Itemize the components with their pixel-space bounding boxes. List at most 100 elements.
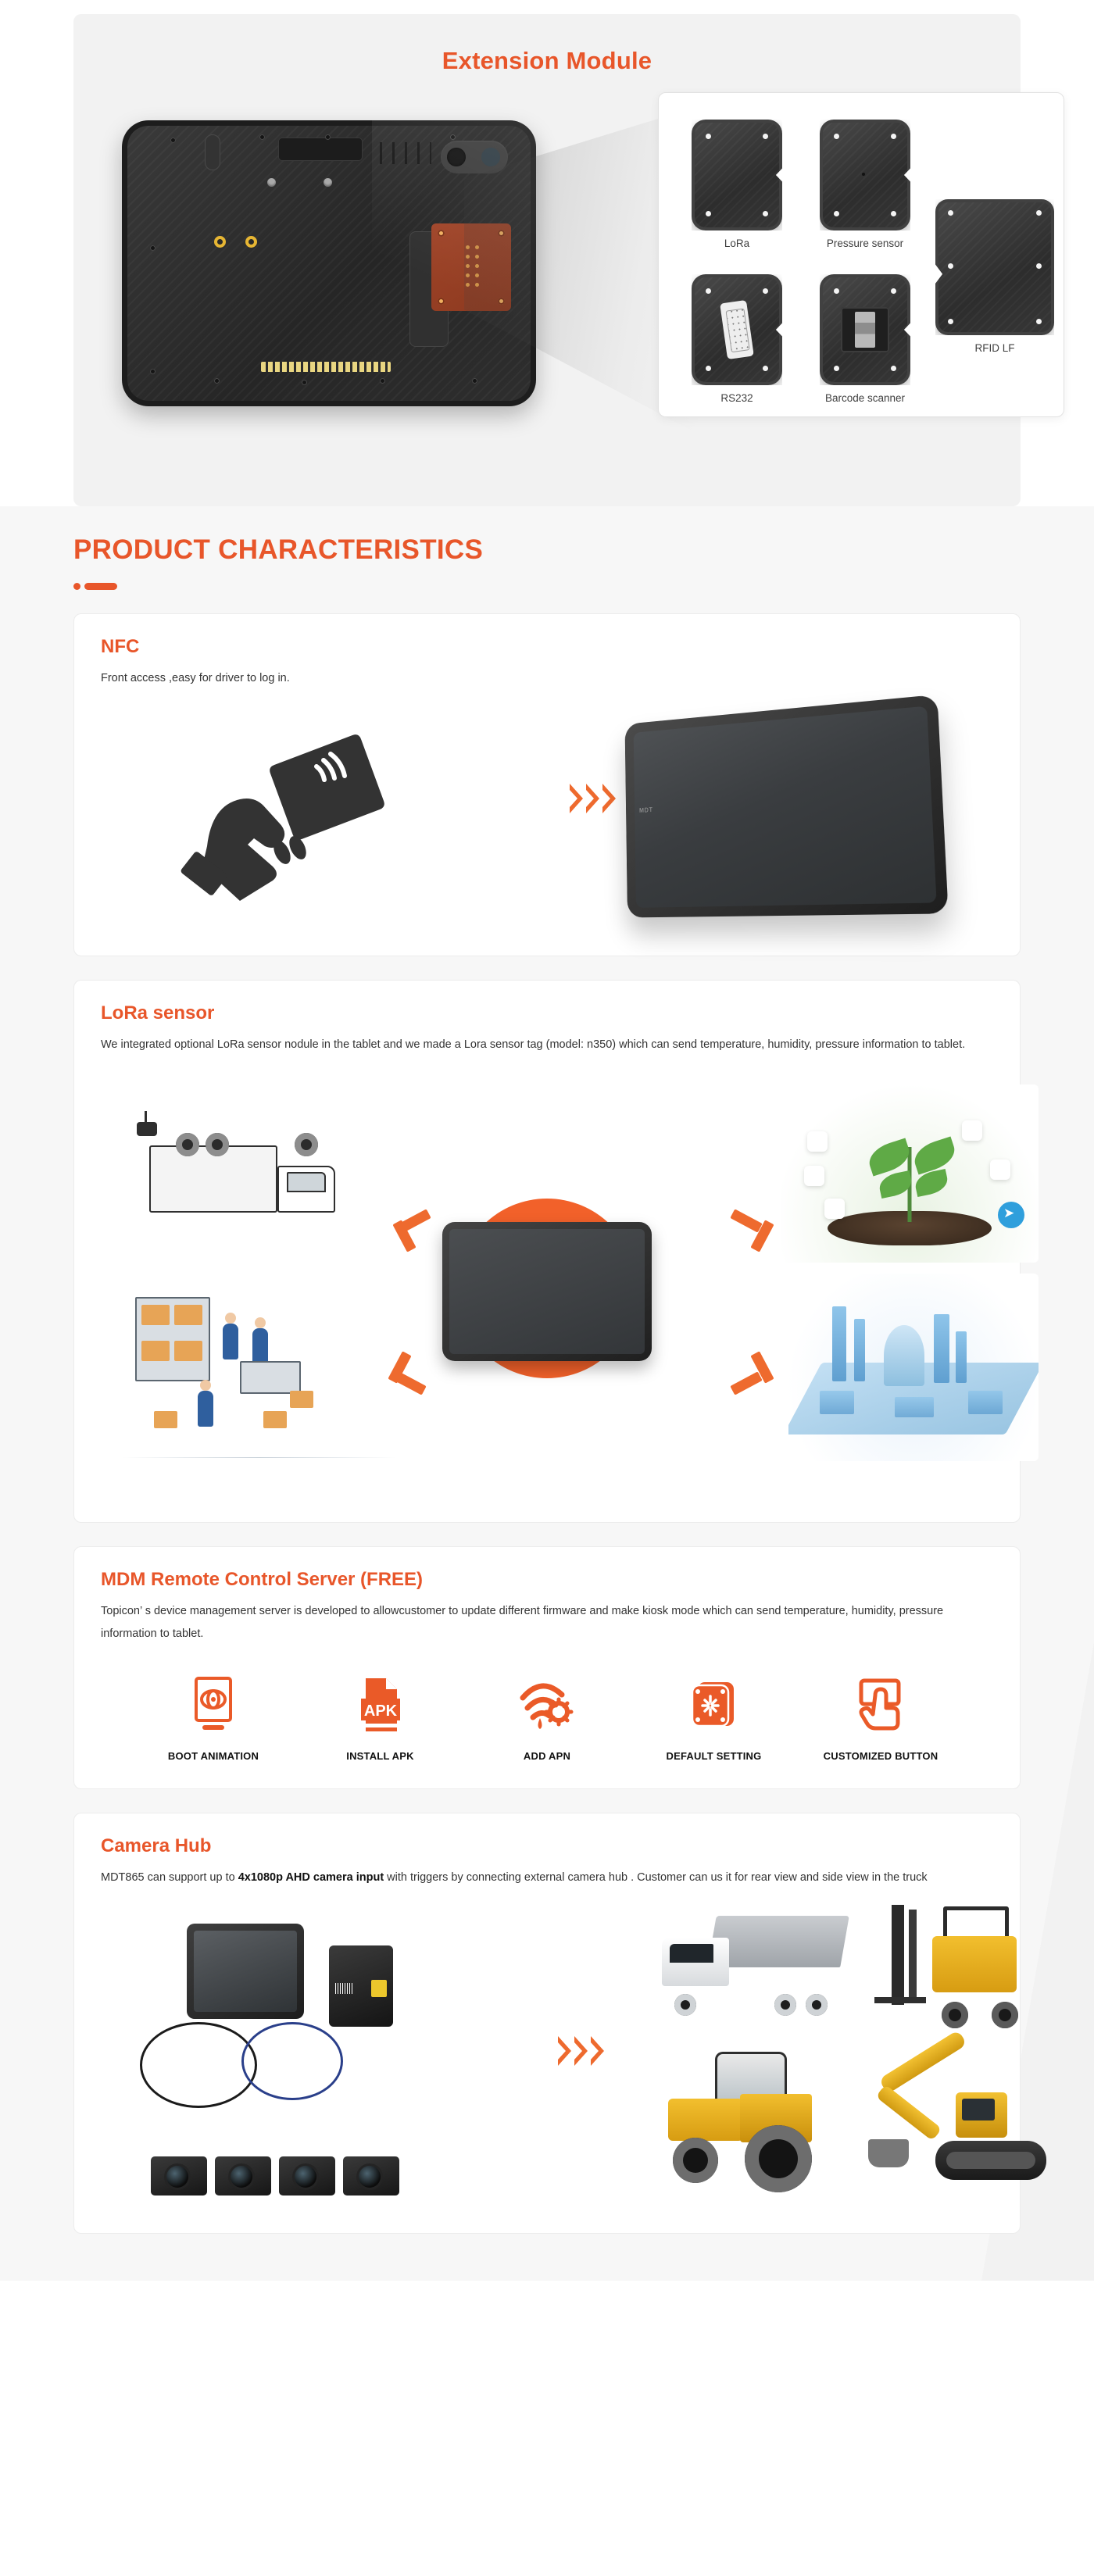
- camera-unit: [151, 2156, 207, 2195]
- barcode-scanner-chip-image: [820, 274, 910, 385]
- screw: [472, 378, 477, 384]
- module-rs232[interactable]: RS232: [692, 274, 782, 404]
- feature-label: CUSTOMIZED BUTTON: [823, 1750, 938, 1762]
- scanner-window-icon: [841, 307, 889, 352]
- lora-illustration: [101, 1061, 1039, 1499]
- screw: [214, 378, 220, 384]
- screw: [450, 134, 456, 140]
- module-rfid-lf[interactable]: RFID LF: [935, 199, 1054, 354]
- chevron-arrows-icon: [558, 2036, 604, 2066]
- warning-label-icon: [371, 1980, 387, 1997]
- card-text: Topicon’ s device management server is d…: [101, 1605, 944, 1640]
- screw: [170, 138, 176, 143]
- card-mdm-server: MDM Remote Control Server (FREE) Topicon…: [73, 1546, 1021, 1789]
- camera-text-after: with triggers by connecting external cam…: [384, 1871, 928, 1884]
- mdm-feature-install-apk[interactable]: APK INSTALL APK: [302, 1672, 459, 1762]
- card-text: MDT865 can support up to 4x1080p AHD cam…: [101, 1867, 993, 1889]
- feature-label: DEFAULT SETTING: [666, 1750, 762, 1762]
- bay-corner-screw: [438, 298, 445, 305]
- metric-badge: [824, 1199, 845, 1219]
- lora-tablet-image: [442, 1222, 652, 1361]
- brand-logo: MDT: [639, 806, 653, 814]
- card-title: Camera Hub: [101, 1835, 212, 1856]
- card-text: Front access ,easy for driver to log in.: [101, 672, 290, 684]
- cable-loop: [241, 2022, 343, 2100]
- card-title: LoRa sensor: [101, 1002, 215, 1024]
- module-label: LoRa: [724, 238, 750, 249]
- metric-badge: [807, 1131, 828, 1152]
- extension-module-title: Extension Module: [442, 47, 652, 74]
- chevron-arrows-icon: [570, 784, 616, 813]
- accent-bar: [84, 583, 117, 590]
- module-barcode-scanner[interactable]: Barcode scanner: [820, 274, 910, 404]
- bay-corner-screw: [498, 298, 505, 305]
- module-label: Pressure sensor: [826, 238, 904, 249]
- mdm-feature-add-apn[interactable]: ADD APN: [469, 1672, 625, 1762]
- mdm-feature-customized-button[interactable]: CUSTOMIZED BUTTON: [803, 1672, 959, 1762]
- section-header: PRODUCT CHARACTERISTICS: [73, 534, 1094, 590]
- customized-button-icon: [859, 1678, 901, 1731]
- pogo-pin-connector: [261, 362, 391, 372]
- scene-agriculture: [781, 1084, 1039, 1263]
- camera-text-before: MDT865 can support up to: [101, 1871, 238, 1884]
- arrow-bracket-top-left: [392, 1209, 443, 1259]
- feature-label: INSTALL APK: [346, 1750, 414, 1762]
- camera-text-highlight: 4x1080p AHD camera input: [238, 1871, 384, 1884]
- vehicle-truck-image: [657, 1906, 853, 2024]
- worker-figure: [223, 1313, 238, 1359]
- page-title: PRODUCT CHARACTERISTICS: [73, 534, 484, 565]
- arrow-bracket-bottom-right: [726, 1351, 774, 1395]
- barcode-label: [335, 1983, 354, 1994]
- metric-badge: [962, 1120, 982, 1141]
- expansion-bay: [431, 223, 511, 311]
- camera-hub-box: [329, 1945, 393, 2027]
- arrow-bracket-bottom-left: [388, 1351, 438, 1395]
- mdm-feature-default-setting[interactable]: DEFAULT SETTING: [636, 1672, 792, 1762]
- lora-chip-image: [692, 120, 782, 230]
- cable-loop: [140, 2022, 257, 2108]
- camera-kit-image: [132, 1905, 492, 2202]
- rs232-chip-image: [692, 274, 782, 385]
- screw: [259, 134, 265, 140]
- scene-truck: [129, 1097, 387, 1261]
- screw: [150, 245, 156, 251]
- module-pressure-sensor[interactable]: Pressure sensor: [820, 120, 910, 249]
- vehicle-excavator-image: [868, 2029, 1056, 2199]
- camera-hub-illustration: [101, 1897, 1046, 2210]
- vent-grille-icon: [380, 142, 431, 164]
- screw: [150, 369, 156, 374]
- card-title: MDM Remote Control Server (FREE): [101, 1569, 424, 1590]
- module-lora[interactable]: LoRa: [692, 120, 782, 249]
- apn-signal-icon: [520, 1683, 574, 1729]
- card-lora-sensor: LoRa sensor We integrated optional LoRa …: [73, 980, 1039, 1523]
- arrow-bracket-top-right: [726, 1209, 774, 1259]
- screw: [380, 378, 385, 384]
- default-setting-icon: [691, 1682, 734, 1727]
- mdm-feature-row: BOOT ANIMATION APK INSTALL APK: [101, 1645, 993, 1765]
- extension-module-body: LoRa Pressure sensor: [73, 75, 1064, 466]
- screw: [302, 380, 307, 385]
- worker-figure: [252, 1317, 268, 1364]
- send-icon: [998, 1202, 1024, 1228]
- bay-corner-screw: [438, 230, 445, 237]
- scene-factory: [788, 1274, 1039, 1461]
- mdm-feature-boot-animation[interactable]: BOOT ANIMATION: [135, 1672, 291, 1762]
- tablet-front-image: MDT: [624, 694, 949, 918]
- nfc-illustration: MDT: [101, 690, 993, 932]
- card-text: We integrated optional LoRa sensor nodul…: [101, 1038, 966, 1051]
- db9-connector-icon: [720, 299, 754, 360]
- kit-tablet: [187, 1924, 304, 2019]
- camera-lens-icon: [205, 134, 220, 170]
- gold-port: [245, 236, 257, 248]
- bay-corner-screw: [498, 230, 505, 237]
- screw: [325, 134, 331, 140]
- feature-label: BOOT ANIMATION: [167, 1750, 259, 1762]
- camera-unit: [215, 2156, 271, 2195]
- pressure-sensor-chip-image: [820, 120, 910, 230]
- boot-animation-icon: [195, 1677, 232, 1730]
- module-label: RS232: [720, 392, 753, 404]
- accent-rule: [73, 583, 1094, 590]
- svg-text:APK: APK: [363, 1702, 397, 1720]
- feature-label: ADD APN: [523, 1750, 571, 1762]
- bolt: [267, 178, 276, 187]
